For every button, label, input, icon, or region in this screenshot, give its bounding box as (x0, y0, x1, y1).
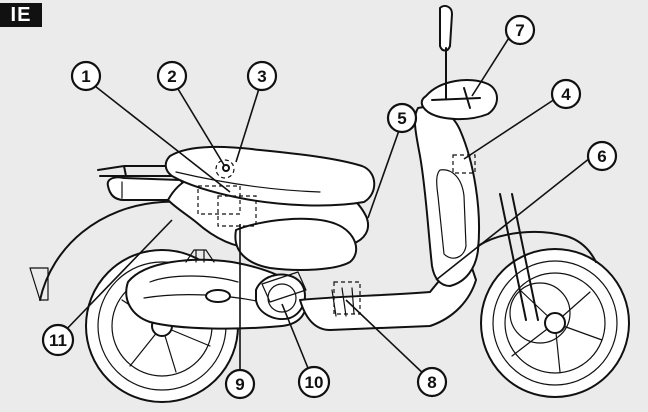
leg-shield (413, 106, 481, 287)
svg-text:11: 11 (49, 331, 67, 350)
outline-4 (452, 154, 476, 174)
handlebar (431, 87, 481, 109)
outline-3 (215, 159, 235, 179)
callout-4: 4 (550, 78, 582, 110)
glovebox-panel (436, 169, 467, 259)
outline-9 (217, 195, 257, 227)
callout-1: 1 (70, 60, 102, 92)
front-fender (477, 230, 597, 263)
svg-text:8: 8 (427, 373, 436, 392)
svg-text:6: 6 (597, 147, 606, 166)
callout-8: 8 (416, 366, 448, 398)
outline-1 (197, 185, 241, 215)
svg-text:10: 10 (305, 373, 324, 392)
callout-3: 3 (246, 60, 278, 92)
svg-text:7: 7 (515, 21, 524, 40)
outline-8 (333, 281, 361, 315)
front-wheel (480, 248, 630, 398)
front-fork (499, 193, 539, 321)
callout-11: 11 (41, 323, 75, 357)
svg-text:2: 2 (167, 67, 176, 86)
seat (164, 145, 376, 207)
mirror (439, 5, 453, 99)
callout-7: 7 (504, 14, 536, 46)
fuel-cap-2 (222, 164, 230, 172)
callout-10: 10 (297, 365, 331, 399)
callout-6: 6 (586, 140, 618, 172)
svg-text:4: 4 (561, 85, 571, 104)
callout-2: 2 (156, 60, 188, 92)
svg-text:9: 9 (235, 375, 244, 394)
callout-5: 5 (386, 102, 418, 134)
callout-9: 9 (224, 368, 256, 400)
lower-side-cover (234, 217, 358, 271)
svg-text:1: 1 (81, 67, 90, 86)
language-badge: IE (0, 3, 42, 27)
svg-text:3: 3 (257, 67, 266, 86)
leader-lines (59, 32, 591, 379)
svg-text:5: 5 (397, 109, 406, 128)
